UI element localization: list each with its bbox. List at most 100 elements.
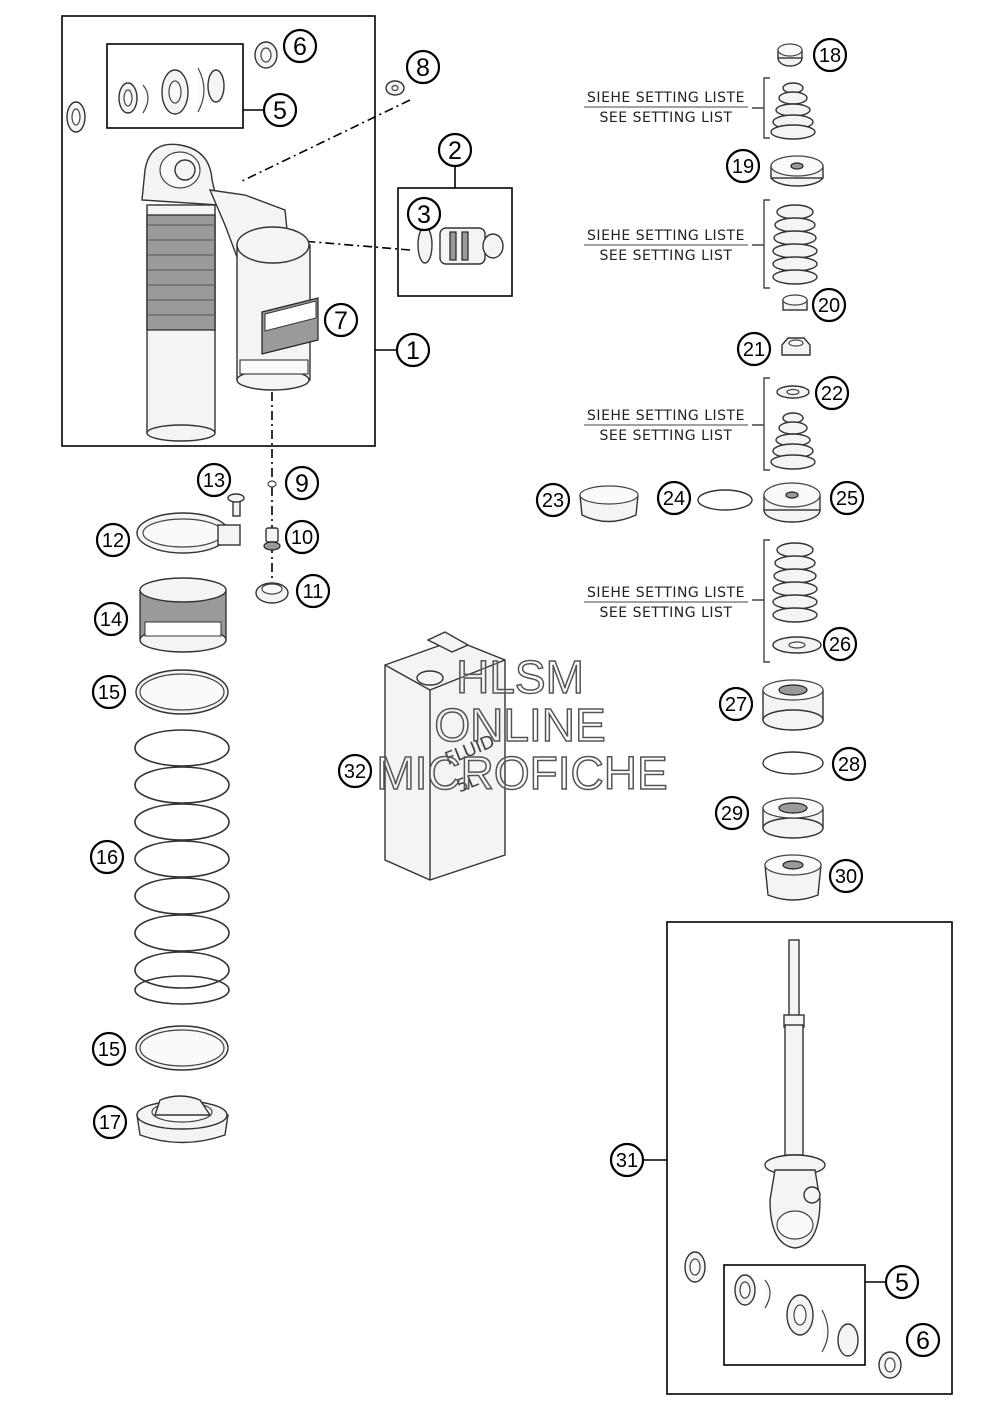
part-outer-washer-top	[66, 101, 86, 133]
shim-stack-2	[772, 204, 818, 285]
callout-9: 9	[284, 465, 320, 501]
seal-kit-box-bottom	[723, 1264, 866, 1366]
callout-31: 31	[609, 1142, 645, 1178]
callout-24-text: 24	[663, 488, 685, 510]
setting-note-4-line2: SEE SETTING LIST	[600, 605, 733, 621]
callout-1-text: 1	[406, 337, 420, 365]
part-21-nut	[781, 337, 811, 356]
dash-line-3	[289, 239, 411, 251]
piston-rod-group-box	[666, 921, 953, 1395]
callout-30: 30	[828, 858, 864, 894]
shim-stack-4	[772, 542, 818, 623]
part-9-oring	[267, 480, 277, 488]
callout-11: 11	[295, 573, 331, 609]
seal-kit-parts-bottom	[734, 1274, 859, 1357]
shim-stack-3	[770, 412, 816, 470]
callout-6-bottom: 6	[905, 1322, 941, 1358]
callout-17-text: 17	[99, 1112, 121, 1134]
callout-27: 27	[718, 686, 754, 722]
setting-note-1-line1: SIEHE SETTING LISTE	[587, 90, 745, 106]
part-19-piston	[770, 155, 824, 187]
part-28-ring	[762, 751, 824, 775]
callout-2: 2	[437, 132, 473, 168]
shock-absorber-body	[141, 143, 319, 442]
setting-note-2-line2: SEE SETTING LIST	[600, 248, 733, 264]
callout-28: 28	[831, 746, 867, 782]
callout-32-text: 32	[344, 761, 366, 783]
callout-16-text: 16	[96, 847, 118, 869]
dash-line-8	[239, 99, 411, 183]
part-11-cap	[255, 582, 289, 604]
part-15-spacer-top	[135, 669, 229, 715]
setting-note-3: SIEHE SETTING LISTE SEE SETTING LIST	[584, 377, 770, 471]
part-10-valve	[263, 527, 281, 551]
callout-22: 22	[814, 375, 850, 411]
part-27-bushing	[762, 679, 824, 731]
part-24-ring	[697, 489, 753, 511]
callout-5-top: 5	[262, 92, 298, 128]
part-8-screw	[385, 80, 405, 96]
seal-kit-box-top	[106, 43, 244, 129]
callout-20: 20	[811, 287, 847, 323]
setting-note-2-line1: SIEHE SETTING LISTE	[587, 228, 745, 244]
part-29-seal-head	[762, 797, 824, 839]
callout-25: 25	[829, 480, 865, 516]
callout-28-text: 28	[838, 754, 860, 776]
part-6-cap-top	[254, 41, 278, 69]
part-outer-washer-bottom	[684, 1251, 706, 1283]
callout-8-text: 8	[416, 54, 430, 82]
shock-absorber-group-box	[61, 15, 376, 447]
callout-21: 21	[736, 331, 772, 367]
callout-31-text: 31	[616, 1150, 638, 1172]
callout-3: 3	[406, 196, 442, 232]
setting-note-1-line2: SEE SETTING LIST	[600, 110, 733, 126]
watermark: HLSM ONLINE MICROFICHE	[376, 650, 669, 800]
callout-15-top: 15	[91, 674, 127, 710]
callout-24: 24	[656, 480, 692, 516]
part-17-spring-seat	[136, 1095, 229, 1144]
callout-6-bottom-text: 6	[916, 1327, 930, 1355]
part-25-piston	[763, 482, 821, 523]
callout-29-text: 29	[721, 803, 743, 825]
callout-15-top-text: 15	[98, 682, 120, 704]
part-30-bumper	[764, 854, 822, 901]
setting-note-4: SIEHE SETTING LISTE SEE SETTING LIST	[584, 539, 770, 663]
callout-15-bottom-text: 15	[98, 1039, 120, 1061]
part-3-adjuster	[417, 226, 504, 265]
watermark-line-1: HLSM	[456, 651, 584, 703]
callout-18-text: 18	[819, 45, 841, 67]
shim-stack-1	[770, 82, 816, 140]
callout-14: 14	[93, 601, 129, 637]
callout-16: 16	[89, 839, 125, 875]
setting-note-3-line1: SIEHE SETTING LISTE	[587, 408, 745, 424]
part-22-washer	[776, 385, 810, 399]
callout-25-text: 25	[836, 488, 858, 510]
part-23-band	[579, 485, 639, 523]
callout-17: 17	[92, 1104, 128, 1140]
part-6-cap-bottom	[878, 1351, 902, 1379]
part-7-label	[261, 297, 319, 355]
callout-5-bottom-text: 5	[895, 1269, 909, 1297]
callout-19-text: 19	[732, 156, 754, 178]
callout-12-text: 12	[102, 530, 124, 552]
setting-note-1: SIEHE SETTING LISTE SEE SETTING LIST	[584, 77, 770, 139]
callout-15-bottom: 15	[91, 1031, 127, 1067]
part-26-washer	[772, 636, 822, 654]
watermark-line-2: ONLINE	[434, 699, 605, 751]
setting-note-2: SIEHE SETTING LISTE SEE SETTING LIST	[584, 199, 770, 289]
part-13-screw	[227, 493, 245, 517]
callout-7-text: 7	[334, 307, 348, 335]
callout-13-text: 13	[203, 470, 225, 492]
part-14-nut	[139, 577, 227, 653]
setting-note-3-line2: SEE SETTING LIST	[600, 428, 733, 444]
callout-20-text: 20	[818, 295, 840, 317]
callout-11-text: 11	[303, 581, 324, 603]
callout-30-text: 30	[835, 866, 857, 888]
callout-13: 13	[196, 462, 232, 498]
callout-23: 23	[535, 482, 571, 518]
callout-2-text: 2	[448, 137, 462, 165]
callout-3-text: 3	[417, 201, 431, 229]
part-18-nut	[777, 43, 803, 67]
part-20-washer	[782, 294, 808, 311]
